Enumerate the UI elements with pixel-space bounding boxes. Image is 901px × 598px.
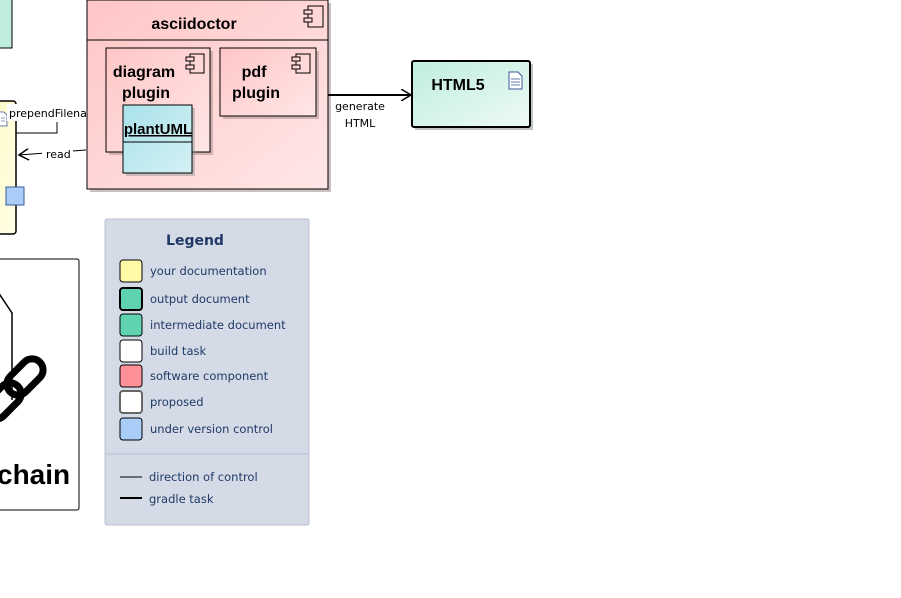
- plantuml-label: plantUML: [124, 121, 192, 138]
- legend-title: Legend: [166, 233, 224, 249]
- legend-swatch: [119, 390, 143, 414]
- html5-output-node[interactable]: HTML5: [411, 60, 533, 130]
- pdf-plugin-label-1: pdf: [242, 64, 268, 81]
- legend-line-direction: direction of control: [120, 470, 258, 484]
- legend-item-label: build task: [150, 344, 206, 358]
- document-icon: [508, 71, 523, 90]
- prepend-connector[interactable]: prependFilename: [7, 104, 106, 134]
- prepend-label: prependFilename: [9, 107, 105, 120]
- read-connector[interactable]: read: [19, 146, 87, 161]
- html5-label: HTML5: [431, 77, 484, 94]
- legend-item: software component: [119, 364, 269, 388]
- asciidoctor-title: asciidoctor: [151, 16, 236, 33]
- toolchain-node-partial[interactable]: chain: [0, 258, 80, 511]
- documentation-node-partial[interactable]: [0, 100, 25, 235]
- read-label: read: [46, 148, 71, 161]
- legend-item: your documentation: [119, 259, 267, 283]
- diagram-plugin-label-1: diagram: [113, 64, 175, 81]
- generate-label-2: HTML: [345, 117, 376, 130]
- legend: Legend your documentation output document…: [104, 218, 310, 526]
- legend-item: build task: [119, 339, 206, 363]
- component-icon: [303, 5, 324, 28]
- legend-item-label: proposed: [150, 395, 204, 409]
- legend-item: intermediate document: [119, 313, 286, 337]
- document-icon: [0, 111, 8, 127]
- legend-line-gradle: gradle task: [120, 492, 214, 506]
- legend-items: your documentation output document interme…: [119, 259, 286, 441]
- legend-swatch: [119, 417, 143, 441]
- legend-swatch: [119, 339, 143, 363]
- legend-swatch: [119, 287, 143, 311]
- partial-top-left-box[interactable]: [0, 0, 13, 49]
- legend-item: output document: [119, 287, 250, 311]
- legend-item: proposed: [119, 390, 204, 414]
- legend-line-label: gradle task: [149, 492, 214, 506]
- chain-link-icon: [0, 355, 47, 423]
- legend-item-label: your documentation: [150, 264, 267, 278]
- diagram-plugin-label-2: plugin: [122, 85, 170, 102]
- legend-swatch: [119, 313, 143, 337]
- legend-line-label: direction of control: [149, 470, 258, 484]
- legend-item-label: under version control: [150, 422, 273, 436]
- pdf-plugin-label-2: plugin: [232, 85, 280, 102]
- legend-item-label: output document: [150, 292, 250, 306]
- generate-label-1: generate: [335, 100, 385, 113]
- component-icon: [185, 53, 205, 74]
- legend-swatch: [119, 364, 143, 388]
- chain-label: chain: [0, 459, 70, 490]
- legend-item-label: software component: [150, 369, 269, 383]
- component-icon: [291, 53, 311, 74]
- generate-html-connector[interactable]: generate HTML: [328, 95, 411, 130]
- plantuml-component[interactable]: plantUML: [122, 104, 195, 176]
- legend-item-label: intermediate document: [150, 318, 286, 332]
- pdf-plugin-component[interactable]: pdf plugin: [219, 47, 319, 119]
- legend-item: under version control: [119, 417, 273, 441]
- version-control-port[interactable]: [5, 186, 25, 206]
- legend-swatch: [119, 259, 143, 283]
